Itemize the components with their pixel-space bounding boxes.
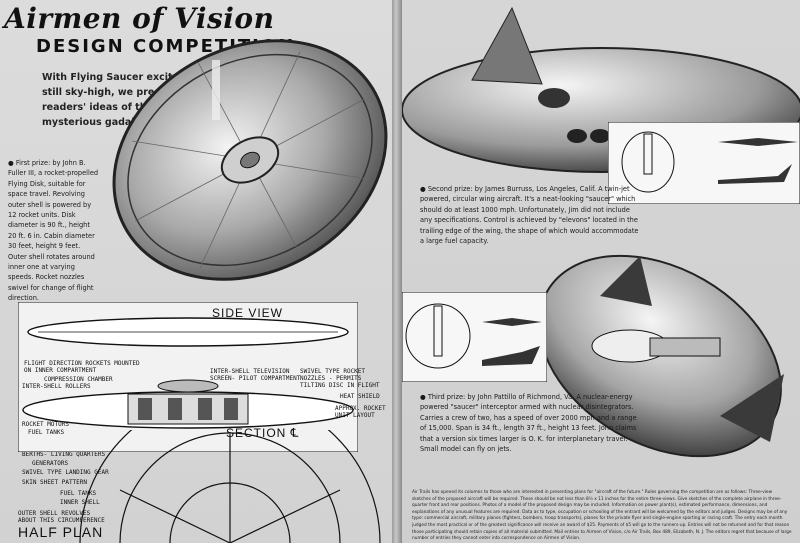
diagram-label: ROCKET MOTORS [22,421,69,428]
left-page: Airmen of Vision DESIGN COMPETITION With… [0,0,392,543]
diagram-label: HEAT SHIELD [340,393,380,400]
diagram-label: FUEL TANKS [28,429,65,436]
competition-rules-footer: Air Trails has opened its columns to tho… [412,490,792,542]
half-plan-diagram [79,430,381,543]
three-view-sketch [608,122,800,204]
diagram-label: FUEL TANKS [60,490,97,497]
diagram-label: SWIVEL TYPE LANDING GEAR [22,469,109,476]
diagram-label: INNER SHELL [60,499,100,506]
diagram-label: GENERATORS [32,460,69,467]
intro-text: With Flying Saucer excitement still sky-… [42,72,207,128]
second-prize-caption: ● Second prize: by James Burruss, Los An… [420,185,639,246]
diagram-label: OUTER SHELL REVOLVES ABOUT THIS CIRCUMFE… [18,510,105,524]
diagram-label: FLIGHT DIRECTION ROCKETS MOUNTED ON INNE… [24,360,140,374]
diagram-label: COMPRESSION CHAMBER [44,376,113,383]
third-prize-three-view-sketch [402,292,547,382]
section-label: SECTION ℄ [226,426,300,440]
half-plan-label: HALF PLAN [18,524,104,540]
cutaway-diagram [18,302,358,452]
diagram-label: SWIVEL TYPE ROCKET NOZZLES - PERMITS TIL… [300,368,380,389]
side-view-label: SIDE VIEW [212,306,284,320]
page-title: Airmen of Vision [4,2,275,35]
flying-disk-illustration [112,39,388,281]
first-prize-caption: ● First prize: by John B. Fuller III, a … [8,159,99,303]
diagram-label: INTER-SHELL ROLLERS [22,383,91,390]
diagram-label: INTER-SHELL TELEVISION SCREEN- PILOT COM… [210,368,301,382]
diagram-label: BERTHS- LIVING QUARTERS [22,451,106,458]
nuclear-saucer-interceptor-illustration [538,254,784,458]
diagram-label: APPROX. ROCKET UNIT LAYOUT [335,405,386,419]
page-gutter [392,0,402,543]
right-page: ● Second prize: by James Burruss, Los An… [402,0,800,543]
third-prize-caption: ● Third prize: by John Pattillo of Richm… [420,393,637,454]
diagram-label: SKIN SHEET PATTERN [22,479,88,486]
